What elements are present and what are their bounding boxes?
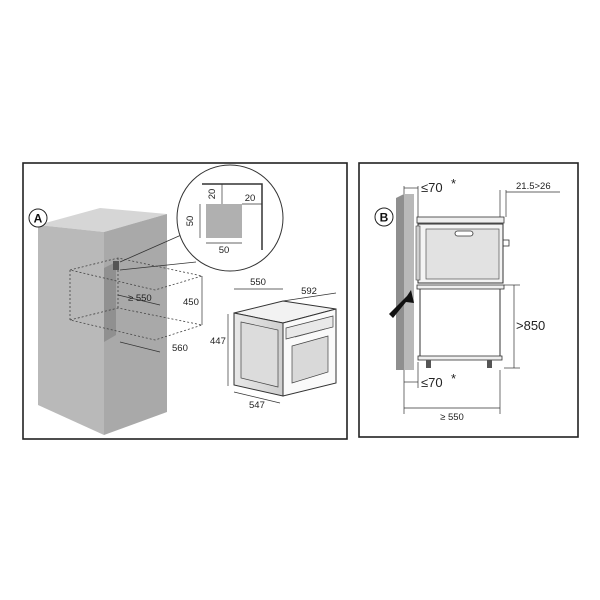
oven-side-view bbox=[415, 223, 510, 284]
oven-front-edge bbox=[415, 225, 421, 281]
lower-cabinet bbox=[416, 284, 505, 368]
dim-width-label: 50 bbox=[219, 245, 230, 256]
wall bbox=[396, 194, 404, 370]
niche-width-line bbox=[117, 294, 161, 306]
oven-handle bbox=[294, 328, 326, 338]
niche-width-label: ≥ 550 bbox=[128, 293, 152, 304]
panel-a: A 20 20 50 50 ≥ 550 450 560 bbox=[22, 162, 348, 440]
callout-leader-lower bbox=[119, 261, 197, 271]
height-dimension: >850 bbox=[504, 284, 545, 369]
cabinet-foot-right bbox=[487, 360, 492, 368]
appliance-width-label: 592 bbox=[301, 286, 317, 297]
panel-a-label: A bbox=[34, 212, 43, 226]
width-dimension: ≥ 550 bbox=[404, 370, 501, 423]
cutout-square bbox=[206, 204, 242, 238]
panel-b-frame bbox=[358, 162, 579, 438]
bottom-gap-mark: * bbox=[451, 371, 456, 386]
oven-handle-side bbox=[454, 230, 474, 237]
airflow-arrow bbox=[389, 290, 414, 318]
dim-height-label: 50 bbox=[185, 216, 196, 227]
oven-side-panel bbox=[240, 321, 279, 388]
bottom-gap-label: ≤70 bbox=[421, 375, 443, 390]
cabinet-front bbox=[38, 225, 104, 435]
cutout-detail: 20 20 50 50 bbox=[176, 164, 284, 272]
niche-depth-label: 560 bbox=[172, 343, 188, 354]
appliance-height-label: 447 bbox=[210, 336, 226, 347]
callout-leader-upper bbox=[119, 231, 189, 263]
dim-side-label: 20 bbox=[245, 193, 256, 204]
niche-outline-bottom bbox=[69, 307, 204, 341]
cabinet-top bbox=[38, 208, 167, 232]
appliance-width-line bbox=[282, 292, 337, 302]
appliance-body-depth-line bbox=[233, 391, 281, 404]
cabinet-foot-left bbox=[426, 360, 431, 368]
panel-b-badge: B bbox=[374, 207, 394, 227]
appliance-depth-label: 550 bbox=[250, 277, 266, 288]
dim-top-label: 20 bbox=[207, 189, 218, 200]
wall-face bbox=[404, 194, 414, 370]
niche-opening bbox=[104, 262, 116, 342]
height-label: >850 bbox=[516, 318, 545, 333]
panel-b-label: B bbox=[380, 211, 389, 225]
oven-inner-box bbox=[425, 228, 500, 280]
lower-cabinet-top bbox=[416, 284, 505, 290]
oven-rear-knob bbox=[502, 239, 510, 247]
oven-door-window bbox=[291, 335, 329, 384]
niche-outline-top bbox=[69, 257, 203, 291]
top-gap-dimension: ≤70 * bbox=[403, 176, 456, 217]
oven-appliance bbox=[233, 300, 337, 397]
niche-dimensions: ≥ 550 450 560 bbox=[117, 276, 203, 354]
width-label: ≥ 550 bbox=[440, 412, 464, 423]
appliance-dimensions: 550 592 447 547 bbox=[210, 277, 337, 411]
niche-height-label: 450 bbox=[183, 297, 199, 308]
top-gap-label: ≤70 bbox=[421, 180, 443, 195]
range-label: 21.5>26 bbox=[516, 181, 551, 192]
cabinet-top-board bbox=[416, 216, 505, 224]
cabinet-side bbox=[104, 214, 167, 435]
lower-cabinet-plinth bbox=[417, 355, 503, 361]
panel-a-badge: A bbox=[28, 208, 48, 228]
oven-control-strip bbox=[285, 315, 334, 340]
tall-cabinet bbox=[38, 208, 204, 435]
appliance-body-depth-label: 547 bbox=[249, 400, 265, 411]
vent-cutout-marker bbox=[113, 261, 119, 270]
niche-depth-line bbox=[119, 341, 161, 353]
panel-b: B bbox=[358, 162, 579, 438]
range-dimension: 21.5>26 bbox=[499, 181, 560, 217]
bottom-gap-dimension: ≤70 * bbox=[403, 362, 456, 414]
top-gap-mark: * bbox=[451, 176, 456, 191]
